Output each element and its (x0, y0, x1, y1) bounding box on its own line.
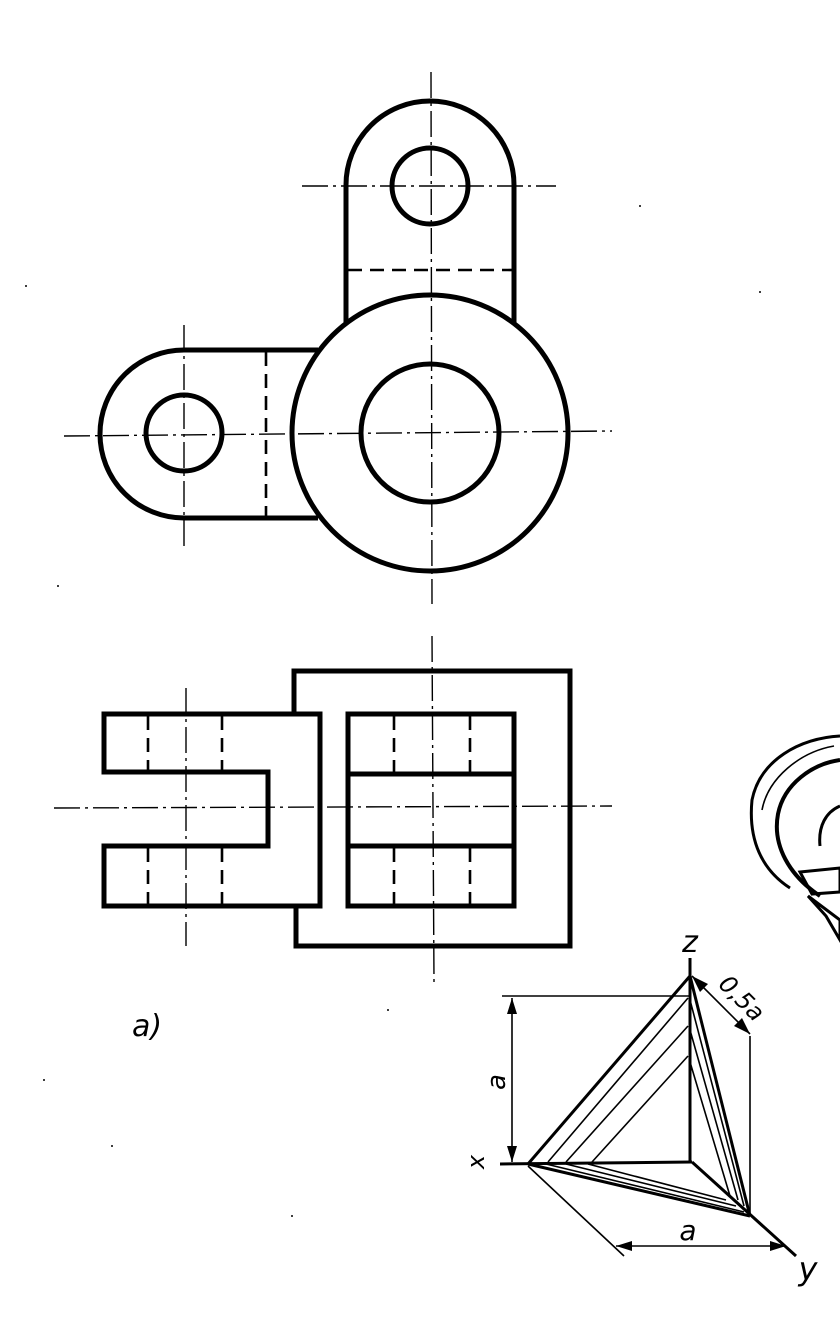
body-outline (291, 668, 573, 949)
partial-arc (774, 758, 840, 898)
centerline-horizontal-front (53, 805, 613, 809)
edge-z-y (688, 975, 752, 1217)
hatch-line (545, 1163, 745, 1213)
hatch-line (591, 1055, 689, 1163)
figure-label: a) (132, 1009, 162, 1044)
dim-height-label: a (482, 1074, 512, 1090)
edge-z-x (526, 975, 692, 1165)
front-view (53, 635, 613, 983)
hatch-line (689, 1029, 739, 1201)
hatch-line (565, 1163, 737, 1207)
dim-width-ext (527, 1165, 625, 1257)
axis-x-label: x (462, 1154, 490, 1170)
dim-width-label: a (679, 1214, 696, 1247)
dim-width-arrow-right (770, 1241, 786, 1251)
dim-height-arrow-bottom (507, 1146, 517, 1162)
upper-lug-outline (343, 98, 517, 323)
partial-figure-right (749, 734, 840, 943)
partial-wedge (797, 866, 840, 896)
hatch-line (587, 1163, 727, 1201)
axis-z-label: z (681, 925, 699, 960)
speckle (111, 1145, 113, 1147)
axonometric-diagram: a 0,5a a z y x (462, 925, 819, 1288)
partial-wedge (806, 894, 840, 943)
centerline-vertical-main (430, 71, 433, 605)
main-boss-outer (289, 292, 571, 574)
centerline-vertical-front (431, 635, 435, 983)
dim-height-arrow-top (507, 998, 517, 1014)
fork-outline (101, 711, 323, 909)
left-lug-outline (97, 347, 318, 521)
top-view (63, 71, 613, 605)
speckle (25, 285, 27, 287)
speckle (759, 291, 761, 293)
hatch-line (689, 1061, 731, 1197)
speckle (387, 1009, 389, 1011)
hatch-line (547, 997, 689, 1163)
speckle (57, 585, 59, 587)
hatch-line (689, 999, 745, 1207)
dim-depth-arrow-end (734, 1018, 750, 1034)
pocket-outline (345, 711, 517, 909)
speckle (291, 1215, 293, 1217)
hatch-line (565, 1025, 689, 1163)
scan-speckles (25, 205, 761, 1217)
edge-x-y (527, 1162, 751, 1218)
centerline-horizontal-main (63, 430, 613, 437)
dim-width-arrow-left (616, 1241, 632, 1251)
partial-arc (818, 804, 840, 847)
speckle (43, 1079, 45, 1081)
speckle (639, 205, 641, 207)
axis-y-line (690, 1160, 798, 1258)
partial-arc (749, 734, 840, 890)
partial-arc (761, 745, 835, 811)
axis-y-label: y (798, 1250, 819, 1288)
dim-depth-arrow-start (692, 976, 708, 992)
